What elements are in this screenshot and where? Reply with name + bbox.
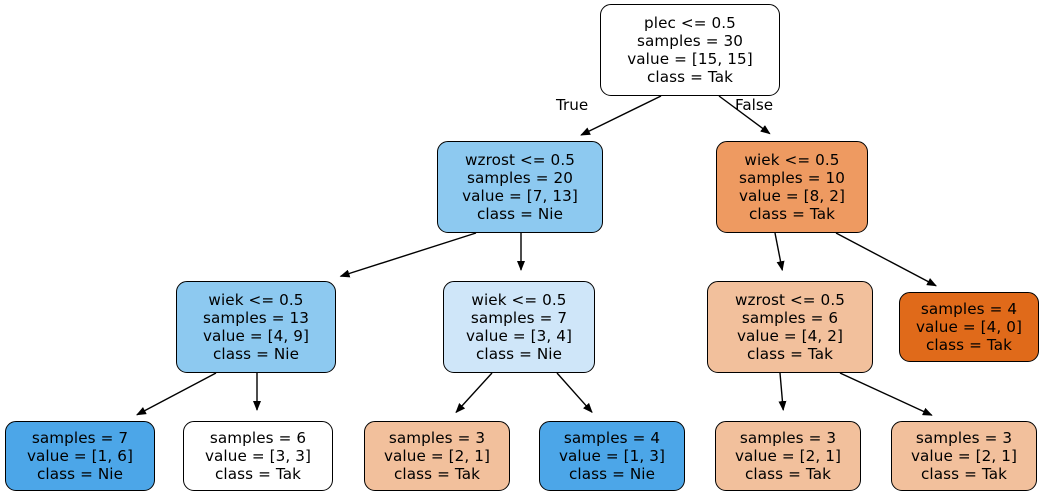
node-text-line: samples = 20 [466, 168, 574, 187]
tree-edge [774, 232, 785, 272]
node-text-line: class = Nie [212, 345, 300, 364]
node-text-line: class = Tak [744, 465, 832, 484]
node-text-line: class = Nie [476, 205, 564, 224]
node-text-line: value = [2, 1] [383, 446, 491, 465]
node-text-line: value = [1, 6] [26, 446, 134, 465]
node-text-line: samples = 4 [563, 428, 661, 447]
node-text-line: value = [2, 1] [910, 446, 1018, 465]
node-text-line: value = [4, 9] [202, 327, 310, 345]
node-text-line: class = Tak [393, 465, 481, 484]
node-text-line: class = Nie [475, 345, 563, 364]
tree-edge [580, 95, 662, 136]
node-text-line: wiek <= 0.5 [208, 290, 304, 309]
node-text-line: wiek <= 0.5 [471, 290, 567, 309]
false-label: False [735, 96, 774, 114]
node-text-line: samples = 3 [915, 428, 1013, 447]
tree-edge [556, 372, 593, 414]
node-text-line: value = [3, 3] [204, 446, 312, 465]
node-text-line: plec <= 0.5 [644, 13, 736, 32]
tree-edge [778, 372, 787, 412]
node-text-line: samples = 6 [209, 428, 307, 447]
node-text-line: value = [8, 2] [738, 187, 846, 205]
tree-edge [718, 95, 771, 135]
tree-edge [455, 372, 493, 414]
node-text-line: class = Tak [214, 465, 302, 484]
node-text-line: class = Tak [748, 205, 836, 224]
node-text-line: wzrost <= 0.5 [464, 150, 576, 169]
node-text-line: samples = 3 [388, 428, 486, 447]
true-label: True [556, 96, 589, 114]
node-text-line: samples = 10 [738, 168, 846, 187]
tree-edge [835, 232, 937, 287]
node-text-line: value = [4, 2] [736, 327, 844, 345]
node-text-line: samples = 7 [470, 308, 568, 327]
node-text-line: samples = 3 [739, 428, 837, 447]
node-text-line: value = [4, 0] [915, 317, 1023, 336]
tree-edges [136, 95, 937, 416]
tree-edge [839, 372, 933, 416]
node-text-line: class = Tak [646, 68, 734, 87]
node-text-line: samples = 30 [636, 31, 744, 50]
node-text-line: samples = 4 [920, 299, 1018, 318]
node-text-line: class = Tak [746, 345, 834, 364]
node-text-line: samples = 7 [31, 428, 129, 447]
tree-edge [339, 232, 477, 278]
node-text-line: wiek <= 0.5 [744, 150, 840, 169]
node-text-line: samples = 6 [741, 308, 839, 327]
node-text-line: value = [1, 3] [558, 446, 666, 465]
node-text-line: class = Tak [925, 336, 1013, 355]
tree-edge [136, 372, 217, 416]
node-text-line: class = Nie [568, 465, 656, 484]
node-text-line: class = Tak [920, 465, 1008, 484]
node-text-line: value = [2, 1] [734, 446, 842, 465]
node-text-line: class = Nie [36, 465, 124, 484]
node-text-line: value = [7, 13] [462, 187, 578, 205]
node-text-line: samples = 13 [202, 308, 310, 327]
node-text-line: wzrost <= 0.5 [734, 290, 846, 309]
node-text-line: value = [15, 15] [627, 50, 753, 68]
node-text-line: value = [3, 4] [465, 327, 573, 345]
